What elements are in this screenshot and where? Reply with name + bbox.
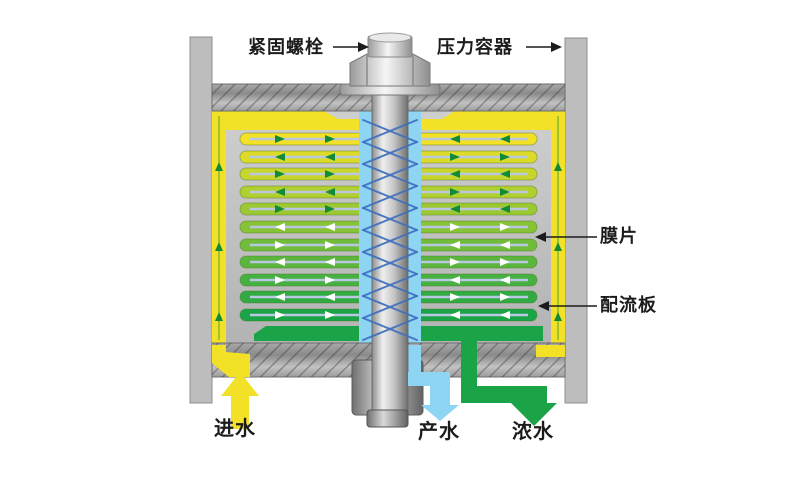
flow-arrow-tick bbox=[450, 258, 460, 266]
flow-arrow-tick bbox=[500, 276, 510, 284]
label-feed-water: 进水 bbox=[214, 418, 256, 440]
flow-arrow-tick bbox=[325, 311, 335, 319]
hub-end-cap bbox=[366, 409, 409, 428]
flow-arrow-tick bbox=[275, 223, 285, 231]
lacing-line bbox=[362, 273, 418, 297]
flow-arrow-tick bbox=[500, 293, 510, 301]
label-concentrate-water: 浓水 bbox=[512, 421, 554, 443]
label-distribution-plate: 配流板 bbox=[600, 295, 657, 315]
product-arrow bbox=[421, 378, 459, 421]
flow-arrow-tick bbox=[275, 205, 285, 213]
flow-arrow-tick bbox=[450, 135, 460, 143]
flow-arrow-tick bbox=[500, 258, 510, 266]
up-arrow-tick bbox=[554, 312, 562, 321]
lacing-line bbox=[362, 229, 418, 253]
top-feed-channel-right bbox=[418, 110, 551, 130]
lacing-line bbox=[362, 251, 418, 275]
lacing-line bbox=[362, 295, 418, 319]
label-product-water: 产水 bbox=[418, 421, 460, 443]
label-pressure-vessel: 压力容器 bbox=[437, 37, 513, 57]
hex-nut bbox=[349, 53, 431, 87]
flow-arrow-tick bbox=[275, 135, 285, 143]
top-feed-channel-left bbox=[226, 110, 362, 130]
flow-arrow-tick bbox=[500, 135, 510, 143]
feed-passage-right bbox=[536, 345, 565, 357]
flow-arrow-tick bbox=[450, 188, 460, 196]
flow-arrow-tick bbox=[450, 276, 460, 284]
flow-arrow-tick bbox=[275, 276, 285, 284]
flow-arrow-tick bbox=[500, 241, 510, 249]
lacing-line bbox=[362, 317, 418, 341]
tightening-bolt-assembly bbox=[339, 32, 441, 96]
flow-arrow-tick bbox=[450, 293, 460, 301]
concentrate-outlet bbox=[461, 326, 557, 426]
tie-rod bbox=[371, 83, 409, 415]
lacing-line bbox=[362, 185, 418, 209]
membrane-stack bbox=[239, 132, 538, 322]
callout-leaders bbox=[333, 42, 597, 311]
flow-arrow-tick bbox=[450, 205, 460, 213]
flow-arrow-tick bbox=[450, 241, 460, 249]
flow-arrow-tick bbox=[325, 293, 335, 301]
arrow-left-icon bbox=[538, 301, 549, 311]
up-arrow-tick bbox=[215, 312, 223, 321]
bolt-cap-top bbox=[368, 32, 412, 43]
flow-arrow-tick bbox=[450, 170, 460, 178]
up-arrow-tick bbox=[554, 162, 562, 171]
permeate-channel-right bbox=[408, 110, 421, 372]
lacing-line bbox=[362, 163, 418, 187]
flow-arrow-tick bbox=[325, 170, 335, 178]
pressure-vessel-wall-left bbox=[189, 36, 213, 404]
label-tighten-bolt: 紧固螺栓 bbox=[248, 37, 324, 57]
flow-arrow-tick bbox=[325, 241, 335, 249]
lacing-line bbox=[362, 207, 418, 231]
up-arrow-tick bbox=[215, 162, 223, 171]
feed-inlet-passage bbox=[212, 345, 250, 377]
flow-arrow-tick bbox=[275, 153, 285, 161]
lacing-line bbox=[362, 119, 418, 143]
arrow-right-icon bbox=[551, 42, 562, 52]
permeate-passage bbox=[408, 345, 421, 379]
flow-arrow-tick bbox=[325, 276, 335, 284]
flow-arrow-tick bbox=[325, 135, 335, 143]
flow-arrow-tick bbox=[275, 241, 285, 249]
flow-arrow-tick bbox=[325, 205, 335, 213]
flow-arrow-tick bbox=[325, 223, 335, 231]
flow-arrow-tick bbox=[275, 293, 285, 301]
up-arrow-tick bbox=[215, 242, 223, 251]
flow-arrow-tick bbox=[275, 170, 285, 178]
flow-arrow-tick bbox=[275, 188, 285, 196]
flow-arrow-tick bbox=[275, 311, 285, 319]
pressure-vessel-wall-right bbox=[564, 37, 588, 404]
flow-arrow-tick bbox=[325, 258, 335, 266]
up-arrow-tick bbox=[554, 242, 562, 251]
arrow-left-icon bbox=[535, 232, 546, 242]
flow-arrow-tick bbox=[450, 223, 460, 231]
flow-arrow-tick bbox=[500, 170, 510, 178]
flow-arrow-tick bbox=[450, 311, 460, 319]
concentrate-arrow bbox=[511, 403, 557, 426]
flow-arrow-tick bbox=[500, 311, 510, 319]
flow-arrow-tick bbox=[500, 188, 510, 196]
flow-arrow-tick bbox=[500, 205, 510, 213]
flow-arrow-tick bbox=[275, 258, 285, 266]
arrow-right-icon bbox=[358, 42, 369, 52]
flow-arrow-tick bbox=[325, 188, 335, 196]
flow-arrow-tick bbox=[500, 153, 510, 161]
flow-arrow-tick bbox=[325, 153, 335, 161]
flow-arrow-tick bbox=[450, 153, 460, 161]
feed-arrow bbox=[221, 372, 259, 429]
flow-arrow-tick bbox=[500, 223, 510, 231]
permeate-lacing bbox=[362, 119, 418, 341]
feed-riser-flow-arrows bbox=[215, 116, 562, 340]
lacing-line bbox=[362, 141, 418, 165]
label-membrane: 膜片 bbox=[600, 226, 638, 246]
permeate-channel-left bbox=[359, 110, 372, 362]
